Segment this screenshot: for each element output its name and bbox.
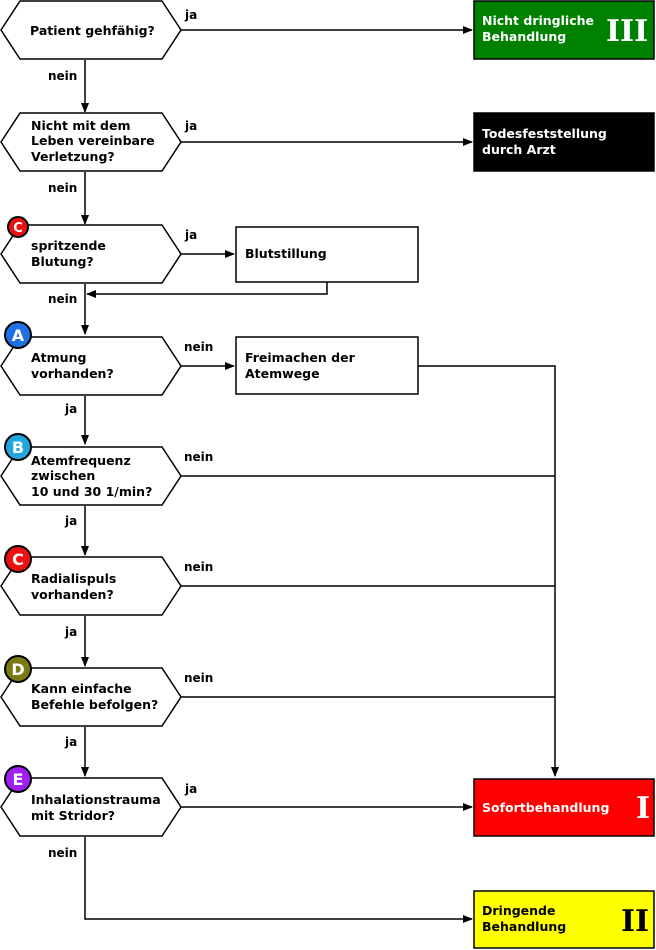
edge-collector-sofort xyxy=(418,365,559,777)
action-text: Atemwege xyxy=(245,366,320,381)
edge-label-d5-yes: ja xyxy=(64,514,77,528)
edge-label-d5-no: nein xyxy=(184,450,213,464)
edge-label-d8-no: nein xyxy=(48,846,77,860)
outcome-sofort: Sofortbehandlung I xyxy=(473,778,655,837)
edge-blutstillung-return xyxy=(86,282,328,298)
decision-text: Befehle befolgen? xyxy=(31,697,158,712)
decision-text: Leben vereinbare xyxy=(31,133,155,148)
badge-d-disability: D xyxy=(4,655,32,683)
edge-label-d4-yes: ja xyxy=(64,402,77,416)
outcome-box xyxy=(473,778,655,837)
outcome-box xyxy=(473,112,655,172)
outcome-category: II xyxy=(621,904,649,939)
edge-label-d1-yes: ja xyxy=(184,8,197,22)
badge-circle xyxy=(7,216,29,238)
decision-text: Atemfrequenz xyxy=(31,453,131,468)
decision-inhalation-trauma xyxy=(0,777,182,837)
outcome-category: I xyxy=(636,791,650,826)
edge-label-d7-yes: ja xyxy=(64,735,77,749)
badge-letter: C xyxy=(13,221,23,236)
decision-follow-commands xyxy=(0,667,182,727)
edge-label-d6-no: nein xyxy=(184,560,213,574)
outcome-text: Nicht dringliche xyxy=(482,13,594,28)
edge-labels: ja nein ja nein ja nein nein ja nein ja … xyxy=(48,8,213,860)
decision-fatal-injury xyxy=(0,112,182,172)
outcome-text: Todesfeststellung xyxy=(482,126,607,141)
edge-label-d3-no: nein xyxy=(48,292,77,306)
decision-text: Inhalationstrauma xyxy=(31,792,161,807)
badge-letter: E xyxy=(13,770,24,789)
badge-letter: D xyxy=(11,660,24,679)
badge-circle xyxy=(4,765,32,793)
connectors xyxy=(81,26,559,923)
outcome-dringend: Dringende Behandlung II xyxy=(473,890,655,949)
decision-respiratory-rate xyxy=(0,446,182,506)
badge-b-breathing: B xyxy=(4,433,32,461)
decision-text: spritzende xyxy=(31,238,106,253)
edge-label-d2-no: nein xyxy=(48,181,77,195)
outcome-text: Sofortbehandlung xyxy=(482,800,609,815)
outcome-text: Dringende xyxy=(482,903,555,918)
decision-text: 10 und 30 1/min? xyxy=(31,484,152,499)
badge-a-airway: A xyxy=(4,321,32,349)
decision-text: mit Stridor? xyxy=(31,808,115,823)
badge-c-circulation: C xyxy=(4,545,32,573)
action-text: Blutstillung xyxy=(245,246,327,261)
decision-spurting-bleeding xyxy=(0,224,182,284)
outcome-text: Behandlung xyxy=(482,919,566,934)
decision-text: Radialispuls xyxy=(31,571,116,586)
outcome-text: durch Arzt xyxy=(482,142,556,157)
outcome-category: III xyxy=(606,14,648,49)
action-text: Freimachen der xyxy=(245,350,356,365)
decision-patient-walking xyxy=(0,0,182,60)
outcome-tod: Todesfeststellung durch Arzt xyxy=(473,112,655,172)
decision-text: Atmung xyxy=(31,350,86,365)
decision-text: vorhanden? xyxy=(31,366,114,381)
edge-label-d1-no: nein xyxy=(48,69,77,83)
badge-circle xyxy=(4,655,32,683)
outcome-text: Behandlung xyxy=(482,29,566,44)
outcome-nicht-dringlich: Nicht dringliche Behandlung III xyxy=(473,0,655,60)
decision-text: Nicht mit dem xyxy=(31,118,130,133)
action-freimachen xyxy=(235,336,419,395)
edge-label-d6-yes: ja xyxy=(64,625,77,639)
badge-letter: B xyxy=(12,438,24,457)
badge-circle xyxy=(4,545,32,573)
decision-text: zwischen xyxy=(31,468,95,483)
decision-breathing xyxy=(0,336,182,396)
edge-label-d7-no: nein xyxy=(184,671,213,685)
edge-label-d4-no: nein xyxy=(184,340,213,354)
edge-label-d2-yes: ja xyxy=(184,119,197,133)
decision-text: vorhanden? xyxy=(31,587,114,602)
edge-label-d3-yes: ja xyxy=(184,228,197,242)
edge-label-d8-yes: ja xyxy=(184,782,197,796)
badge-circle xyxy=(4,321,32,349)
badge-letter: A xyxy=(12,326,25,345)
action-blutstillung xyxy=(235,226,419,283)
badge-circle xyxy=(4,433,32,461)
outcome-box xyxy=(473,0,655,60)
edge-d8-no xyxy=(84,837,473,923)
decision-text: Verletzung? xyxy=(31,149,115,164)
badge-e-exposure: E xyxy=(4,765,32,793)
decision-text: Blutung? xyxy=(31,254,94,269)
decision-text: Patient gehfähig? xyxy=(30,23,155,38)
outcome-box xyxy=(473,890,655,949)
badge-letter: C xyxy=(12,550,24,569)
decision-radial-pulse xyxy=(0,556,182,616)
decision-text: Kann einfache xyxy=(31,681,132,696)
badge-c-bleeding: C xyxy=(7,216,29,238)
